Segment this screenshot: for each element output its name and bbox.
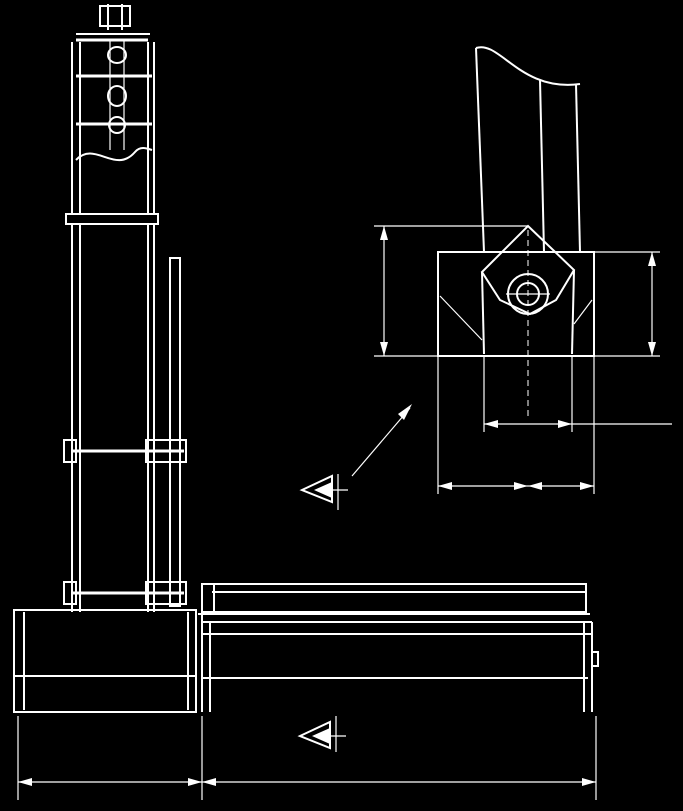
end-section-detail (374, 46, 672, 494)
vertical-column (63, 4, 187, 612)
view-direction-marker-bottom (297, 716, 346, 752)
bottom-dimension-lines (17, 716, 597, 800)
view-direction-marker-middle (299, 404, 412, 510)
horizontal-table (198, 583, 599, 712)
base-block (13, 609, 197, 713)
